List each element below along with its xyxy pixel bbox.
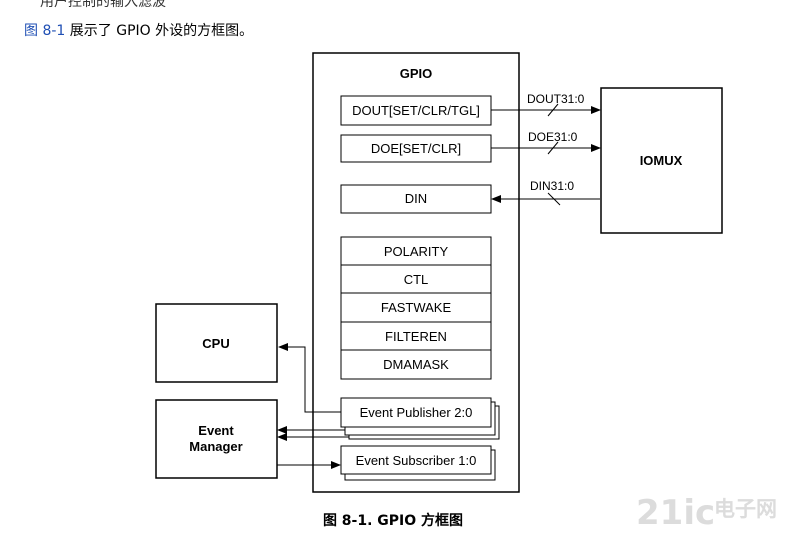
filteren-register-label: FILTEREN [385, 329, 447, 344]
fastwake-register-label: FASTWAKE [381, 300, 452, 315]
doe-bus-label: DOE31:0 [528, 130, 578, 144]
cut-off-text-line: 用户控制的输入滤波 [40, 0, 166, 10]
dout-bus-slash [547, 103, 559, 117]
doe-bus-slash [547, 141, 559, 155]
dmamask-register-box [340, 349, 492, 380]
event-manager-label-line1: Event [198, 423, 234, 438]
polarity-register-label: POLARITY [384, 244, 449, 259]
dout-register-label: DOUT[SET/CLR/TGL] [352, 103, 480, 118]
event-publisher-label: Event Publisher 2:0 [360, 405, 473, 420]
watermark-cn-text: 电子网 [714, 497, 777, 521]
dmamask-register-label: DMAMASK [383, 357, 449, 372]
doe-register-box [340, 134, 492, 163]
event-subscriber-label: Event Subscriber 1:0 [356, 453, 477, 468]
event-publisher-box [340, 397, 492, 428]
dout-bus-label: DOUT31:0 [527, 92, 585, 106]
publisher-to-cpu-arrow [278, 343, 341, 413]
fastwake-register-box [340, 292, 492, 323]
iomux-block [600, 87, 723, 234]
event-subscriber-box [340, 445, 492, 475]
cpu-label: CPU [202, 336, 229, 351]
ctl-register-box [340, 264, 492, 294]
din-bus-label: DIN31:0 [530, 179, 574, 193]
watermark-digits: 21ic [636, 493, 715, 532]
dout-register-box [340, 95, 492, 126]
figure-reference-link[interactable]: 图 8-1 [24, 23, 66, 39]
din-register-label: DIN [405, 191, 427, 206]
cpu-block [155, 303, 278, 383]
din-bus-slash [547, 192, 561, 206]
polarity-register-box [340, 236, 492, 266]
doe-register-label: DOE[SET/CLR] [371, 141, 461, 156]
event-manager-label-line2: Manager [189, 439, 242, 454]
intro-paragraph: 图 8-1 展示了 GPIO 外设的方框图。 [24, 20, 253, 40]
event-manager-block [155, 399, 278, 479]
gpio-title: GPIO [400, 66, 433, 81]
iomux-label: IOMUX [640, 153, 683, 168]
figure-caption: 图 8-1. GPIO 方框图 [322, 513, 464, 529]
watermark-logo: 21ic 电子网 [636, 493, 777, 532]
filteren-register-box [340, 321, 492, 351]
ctl-register-label: CTL [404, 272, 429, 287]
intro-text: 展示了 GPIO 外设的方框图。 [65, 23, 254, 39]
